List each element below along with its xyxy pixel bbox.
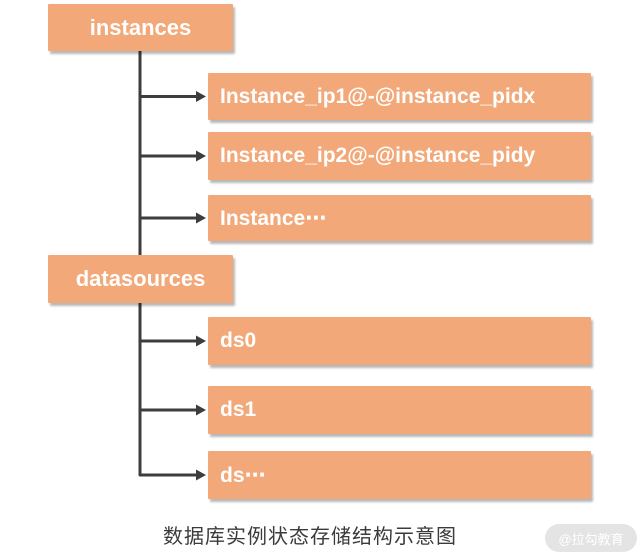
arrowhead-icon [196, 404, 206, 416]
node-instance-ip1: Instance_ip1@-@instance_pidx [208, 73, 591, 120]
diagram-caption: 数据库实例状态存储结构示意图 [163, 526, 457, 548]
node-ds-more: ds⋯ [208, 451, 591, 499]
node-instances: instances [48, 4, 233, 51]
node-datasources: datasources [48, 255, 233, 303]
node-ds0: ds0 [208, 317, 591, 365]
arrowhead-icon [196, 335, 206, 347]
node-instance-ip2: Instance_ip2@-@instance_pidy [208, 132, 591, 180]
arrowhead-icon [196, 91, 206, 102]
arrowhead-icon [196, 212, 206, 224]
watermark-badge: @拉勾教育 [545, 524, 637, 552]
trunk-datasources [138, 303, 197, 477]
arrowhead-icon [196, 469, 206, 481]
node-ds1: ds1 [208, 386, 591, 434]
arrowhead-icon [196, 150, 206, 162]
node-instance-more: Instance⋯ [208, 195, 591, 241]
